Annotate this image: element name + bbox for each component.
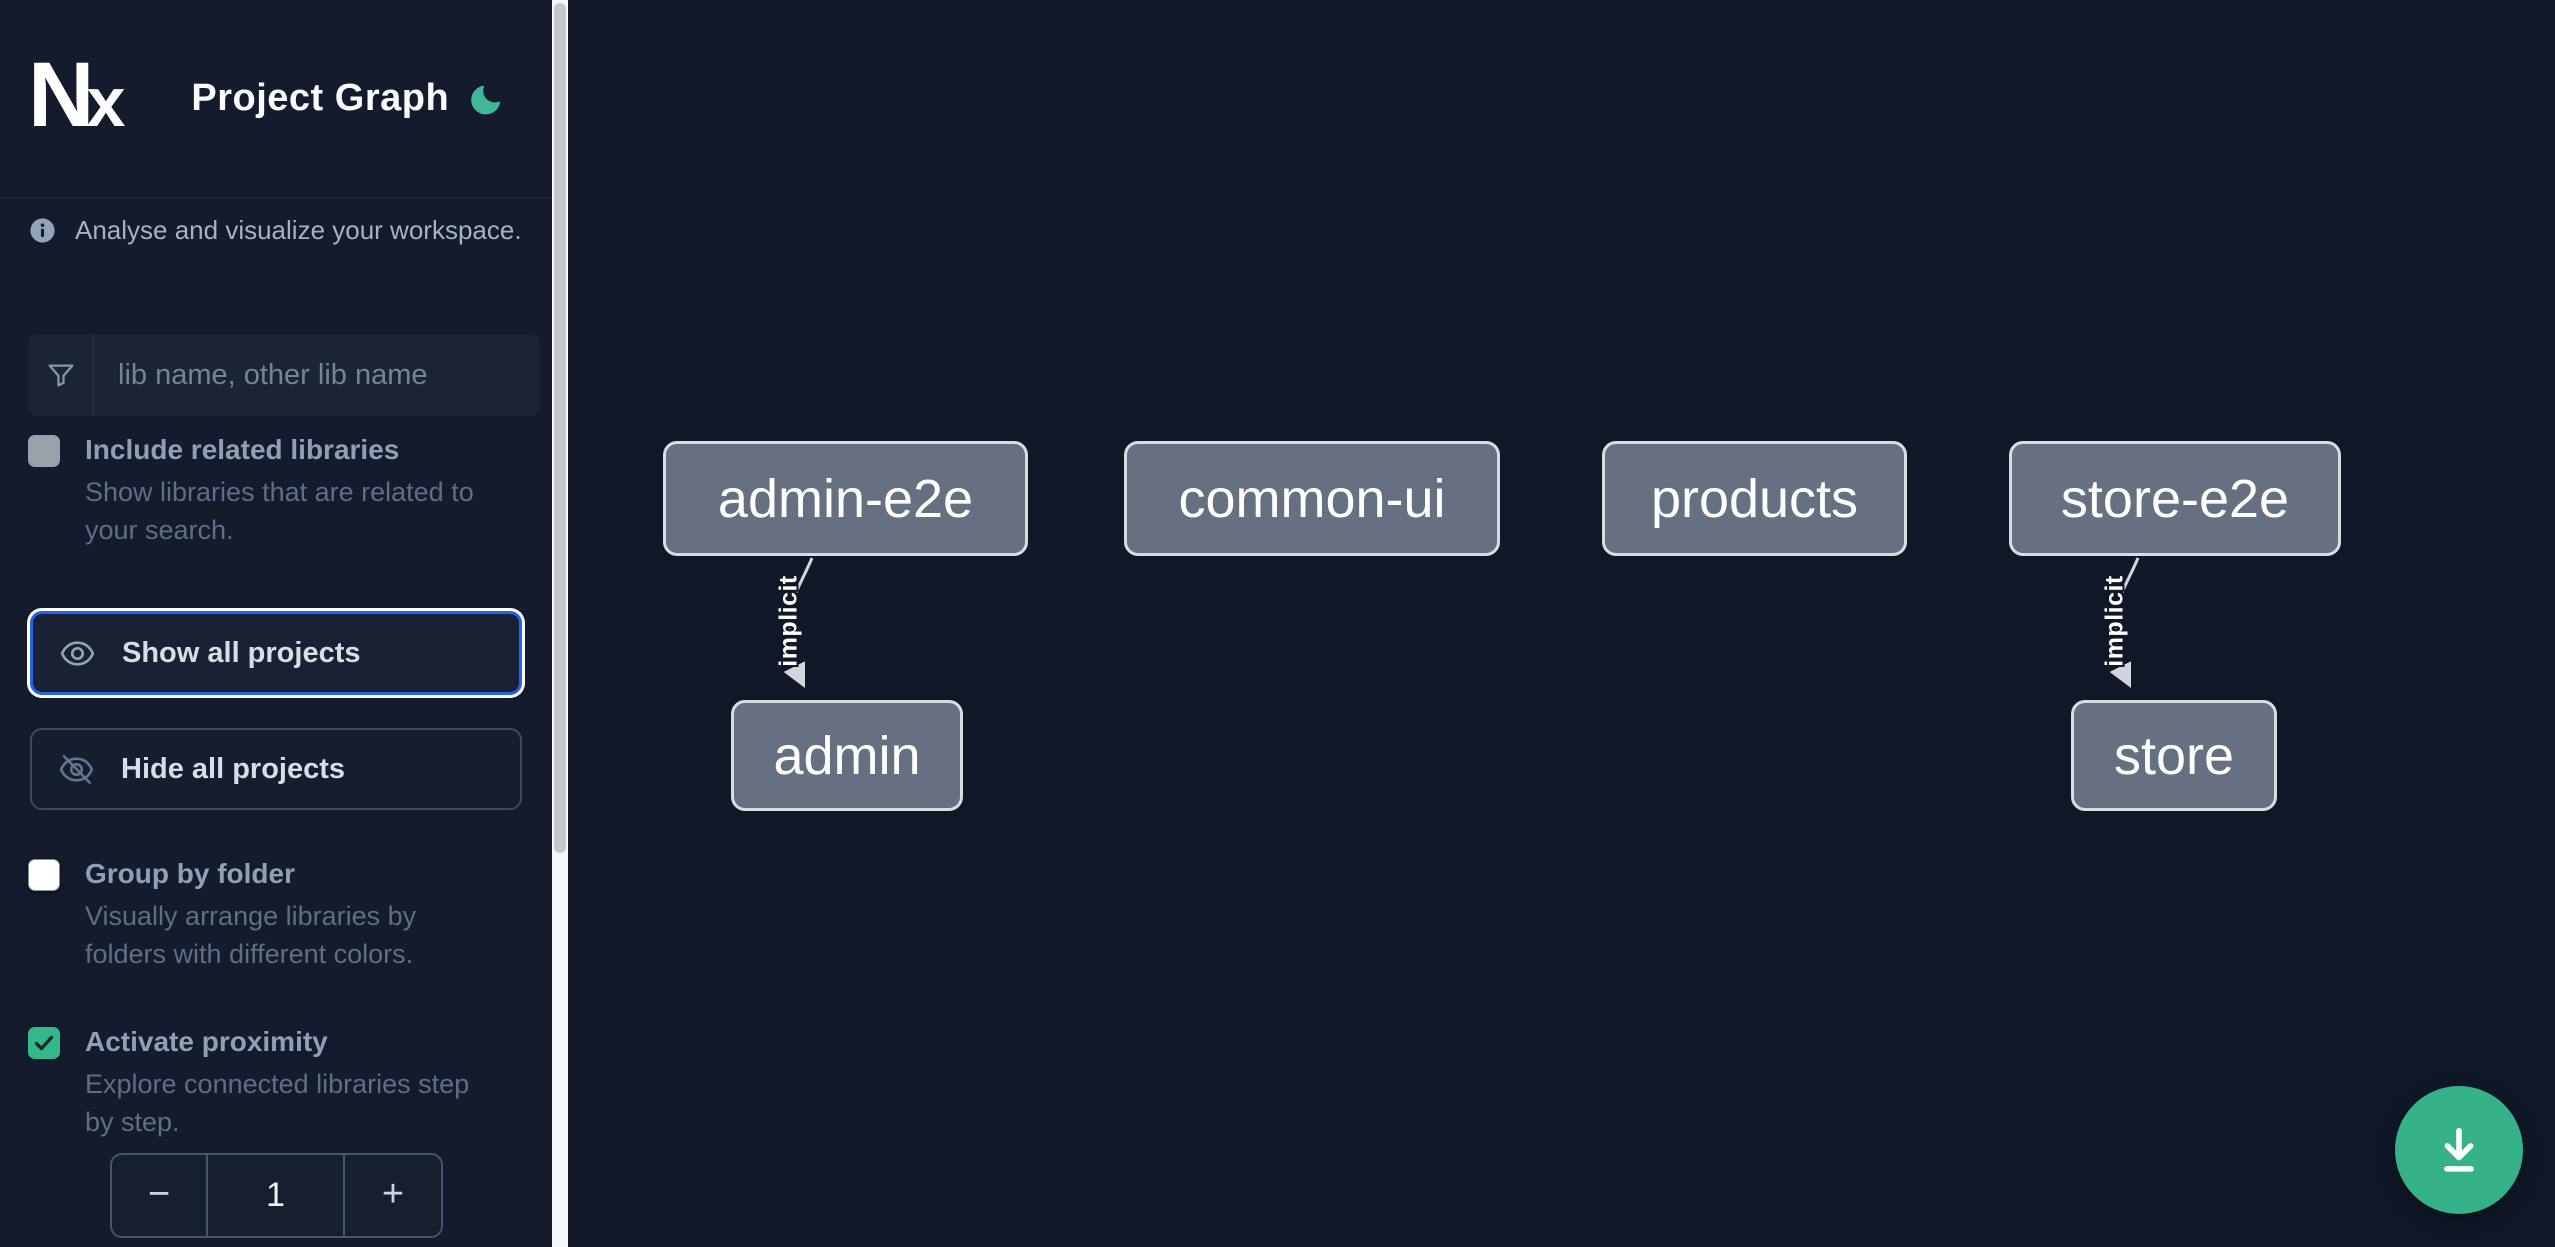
show-all-projects-label: Show all projects [122, 636, 361, 669]
sidebar-scrollbar[interactable] [552, 0, 568, 1247]
graph-node-admin[interactable]: admin [731, 700, 963, 811]
activate-proximity-row: Activate proximity Explore connected lib… [28, 1025, 540, 1141]
checkmark-icon [34, 1035, 54, 1051]
download-button[interactable] [2395, 1086, 2523, 1214]
group-by-folder-label: Group by folder [85, 858, 295, 889]
edge-label-implicit: implicit [774, 575, 803, 667]
proximity-decrement-button[interactable]: − [112, 1155, 208, 1236]
theme-toggle-button[interactable] [466, 80, 504, 118]
group-by-folder-description: Visually arrange libraries by folders wi… [85, 901, 417, 969]
group-by-folder-checkbox[interactable] [28, 859, 60, 891]
nx-logo-letter: N [28, 44, 94, 146]
eye-slash-icon [58, 751, 95, 788]
group-by-folder-row: Group by folder Visually arrange librari… [28, 857, 540, 973]
workspace-tagline: Analyse and visualize your workspace. [28, 212, 540, 248]
info-icon [28, 216, 57, 245]
filter-input-group [28, 334, 540, 416]
page-title: Project Graph [191, 77, 450, 119]
include-related-row: Include related libraries Show libraries… [28, 433, 540, 549]
graph-node-common-ui[interactable]: common-ui [1124, 441, 1500, 556]
graph-node-products[interactable]: products [1602, 441, 1907, 556]
sidebar: N x Project Graph Analyse and [0, 0, 568, 1247]
proximity-value: 1 [208, 1155, 345, 1236]
graph-node-admin-e2e[interactable]: admin-e2e [663, 441, 1028, 556]
proximity-stepper: − 1 + [110, 1153, 443, 1238]
proximity-increment-button[interactable]: + [345, 1155, 441, 1236]
edge-label-implicit: implicit [2100, 575, 2129, 667]
sidebar-scrollbar-thumb[interactable] [554, 3, 566, 853]
filter-input[interactable] [94, 334, 540, 416]
activate-proximity-description: Explore connected libraries step by step… [85, 1069, 470, 1137]
nx-logo-letter: x [86, 63, 126, 141]
nx-logo-icon: N x [28, 44, 126, 146]
hide-all-projects-label: Hide all projects [121, 752, 346, 785]
sidebar-header: N x Project Graph [0, 0, 568, 198]
include-related-checkbox[interactable] [28, 435, 60, 467]
include-related-description: Show libraries that are related to your … [85, 477, 474, 545]
graph-node-store-e2e[interactable]: store-e2e [2009, 441, 2341, 556]
graph-canvas[interactable]: admin-e2e common-ui products store-e2e a… [568, 0, 2555, 1247]
tagline-text: Analyse and visualize your workspace. [75, 214, 522, 245]
hide-all-projects-button[interactable]: Hide all projects [30, 728, 522, 810]
show-all-projects-button[interactable]: Show all projects [30, 611, 522, 695]
eye-icon [59, 635, 96, 672]
download-icon [2430, 1121, 2488, 1179]
moon-icon [466, 80, 504, 118]
activate-proximity-checkbox[interactable] [28, 1027, 60, 1059]
activate-proximity-label: Activate proximity [85, 1026, 328, 1057]
graph-node-store[interactable]: store [2071, 700, 2277, 811]
dependency-edges [783, 557, 2140, 689]
funnel-icon [28, 334, 94, 416]
include-related-label: Include related libraries [85, 434, 400, 465]
